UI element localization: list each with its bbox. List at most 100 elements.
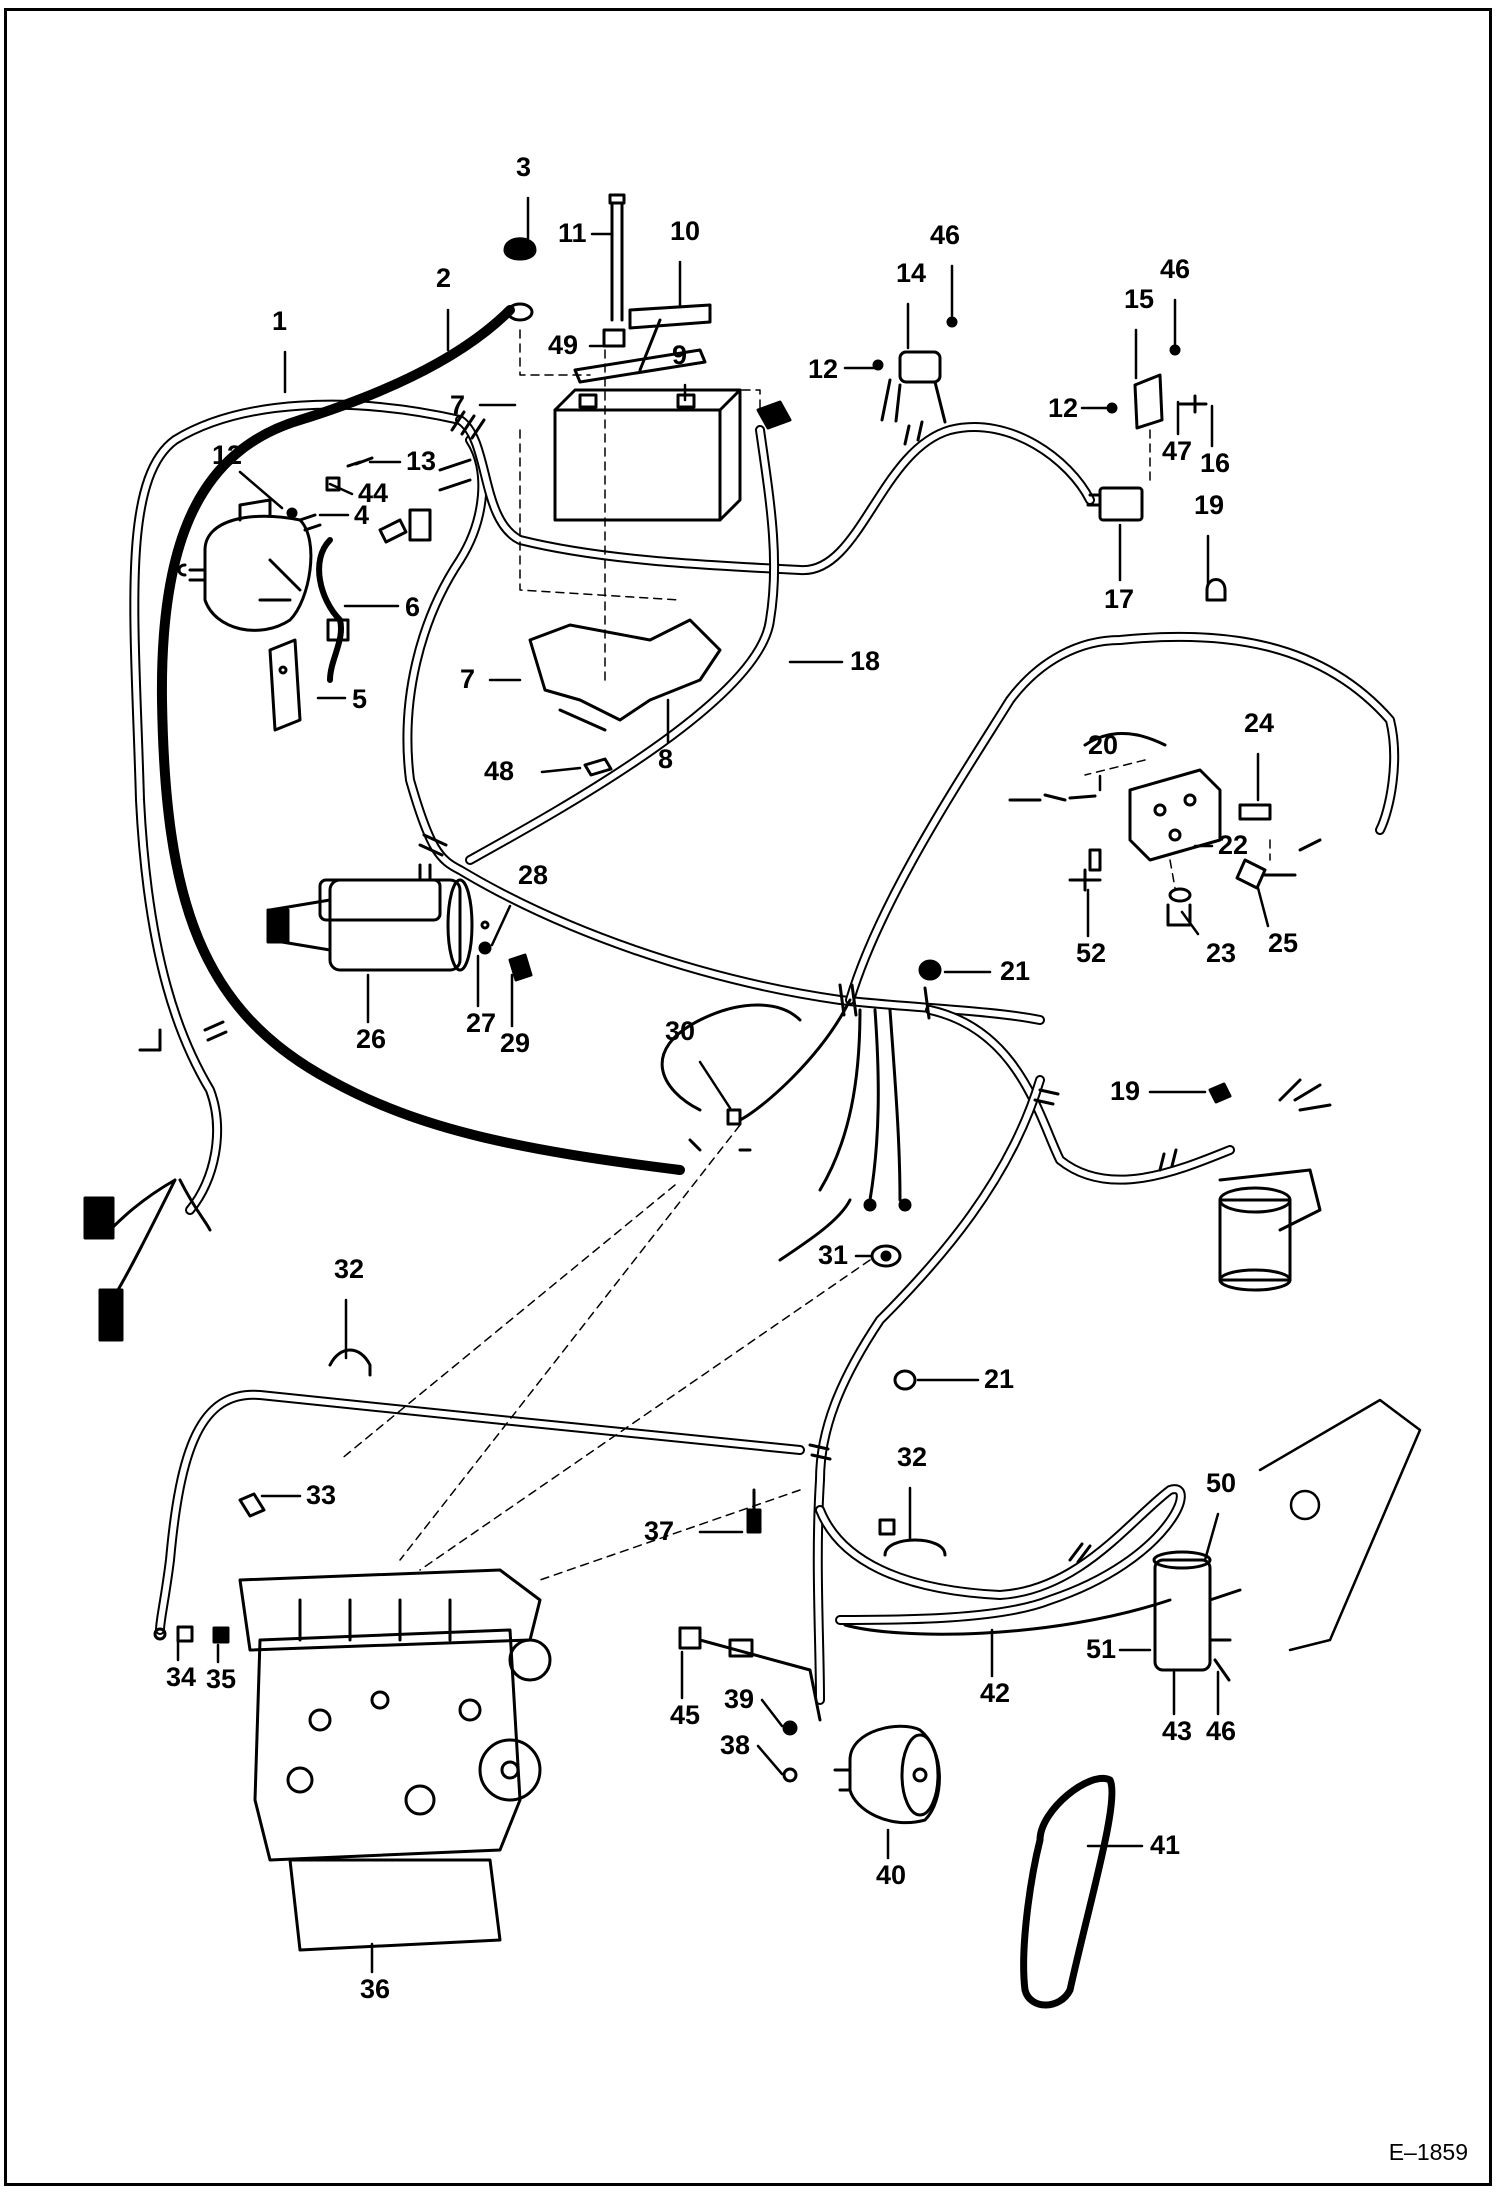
fittings-34-35 [153, 1625, 230, 1644]
callout-c4: 4 [354, 500, 370, 530]
harness-engine [155, 1389, 1186, 1636]
leader-c50 [1203, 1512, 1220, 1562]
harness-clamps [203, 410, 1178, 1564]
callout-c8: 8 [658, 744, 674, 774]
callout-c36: 36 [360, 1974, 391, 2004]
battery [553, 388, 742, 522]
callout-c41: 41 [1150, 1830, 1181, 1860]
callout-c52: 52 [1076, 938, 1107, 968]
left-component [177, 498, 313, 632]
callout-c7b: 7 [460, 664, 476, 694]
left-connectors [83, 1028, 212, 1342]
leader-c38 [756, 1744, 784, 1776]
cap-19-top [1205, 578, 1227, 602]
sensor-37 [746, 1488, 762, 1534]
cap-21-upper [918, 959, 942, 981]
callout-c21a: 21 [1000, 956, 1031, 986]
hold-down-bolt [602, 193, 626, 348]
fuel-solenoid [1152, 1550, 1242, 1682]
engine-36 [238, 1568, 552, 1952]
callout-c26: 26 [356, 1024, 387, 1054]
callout-c13: 13 [406, 446, 437, 476]
callout-c49: 49 [548, 330, 579, 360]
harness-connector-6 [316, 458, 472, 683]
callout-c21b: 21 [984, 1364, 1015, 1394]
sensor-32-upper [328, 1348, 372, 1377]
figure-id: E–1859 [1388, 2139, 1468, 2165]
callout-c37: 37 [644, 1516, 675, 1546]
connector-30 [660, 1003, 802, 1152]
leader-c39 [760, 1698, 784, 1728]
callout-c47: 47 [1162, 436, 1193, 466]
callout-c39: 39 [724, 1684, 755, 1714]
callout-c31: 31 [818, 1240, 849, 1270]
callout-c12a: 12 [212, 440, 243, 470]
callout-c32a: 32 [334, 1254, 365, 1284]
callout-c35: 35 [206, 1664, 237, 1694]
battery-cable-clamps [503, 237, 792, 430]
leader-c25 [1256, 886, 1270, 928]
starter-26 [266, 863, 474, 972]
callout-c45: 45 [670, 1700, 701, 1730]
callout-c30: 30 [665, 1016, 696, 1046]
relay-17 [1086, 486, 1144, 522]
belt-41 [1020, 1774, 1116, 2009]
callout-c22: 22 [1218, 830, 1249, 860]
sender-52 [1068, 848, 1102, 892]
callout-c10: 10 [670, 216, 701, 246]
sensor-33 [238, 1492, 266, 1518]
callout-c27: 27 [466, 1008, 497, 1038]
callout-c6: 6 [405, 592, 421, 622]
callout-c5: 5 [352, 684, 368, 714]
callout-c20: 20 [1088, 730, 1119, 760]
alternator-40 [833, 1724, 941, 1825]
harness-main [402, 415, 1400, 1705]
callout-c14: 14 [896, 258, 927, 288]
harness-1 [129, 399, 465, 1215]
callout-c12b: 12 [808, 354, 839, 384]
bracket-5 [268, 638, 302, 732]
callout-c44: 44 [358, 478, 389, 508]
sensor-32-lower [878, 1518, 947, 1557]
callout-c48: 48 [484, 756, 515, 786]
callout-c32b: 32 [897, 1442, 928, 1472]
callout-c12c: 12 [1048, 393, 1079, 423]
callout-c51: 51 [1086, 1634, 1117, 1664]
callout-c19b: 19 [1110, 1076, 1141, 1106]
callout-c23: 23 [1206, 938, 1237, 968]
battery-tray [528, 618, 722, 777]
callout-c3: 3 [516, 152, 532, 182]
hold-down-bar [573, 303, 712, 384]
cap-19-right [1208, 1082, 1232, 1104]
bracket-15 [1106, 344, 1208, 430]
valve-block [1008, 731, 1322, 927]
callout-c46a: 46 [930, 220, 961, 250]
grommet-31 [778, 1198, 902, 1268]
callout-c18: 18 [850, 646, 881, 676]
callout-c50: 50 [1206, 1468, 1237, 1498]
callout-c42: 42 [980, 1678, 1011, 1708]
callout-c29: 29 [500, 1028, 531, 1058]
bolts-small [286, 456, 374, 532]
callout-c7a: 7 [450, 390, 466, 420]
leader-c48 [540, 766, 582, 774]
dashed-locators [339, 329, 1271, 1581]
callout-c28: 28 [518, 860, 549, 890]
callout-c9: 9 [672, 340, 688, 370]
callout-c40: 40 [876, 1860, 907, 1890]
leader-c44 [328, 482, 354, 496]
leader-c12a [238, 470, 284, 510]
callout-c15: 15 [1124, 284, 1155, 314]
harness-branches [738, 998, 912, 1212]
callout-leaders [176, 196, 1270, 1974]
leader-c23 [1180, 910, 1200, 936]
diagram-frame [4, 8, 1492, 2186]
cap-21-lower [893, 1369, 917, 1391]
leader-c28 [490, 904, 512, 947]
callout-c24: 24 [1244, 708, 1275, 738]
callout-c17: 17 [1104, 584, 1135, 614]
alt-hardware [678, 1626, 822, 1783]
leader-c30 [698, 1060, 732, 1110]
callout-c43: 43 [1162, 1716, 1193, 1746]
